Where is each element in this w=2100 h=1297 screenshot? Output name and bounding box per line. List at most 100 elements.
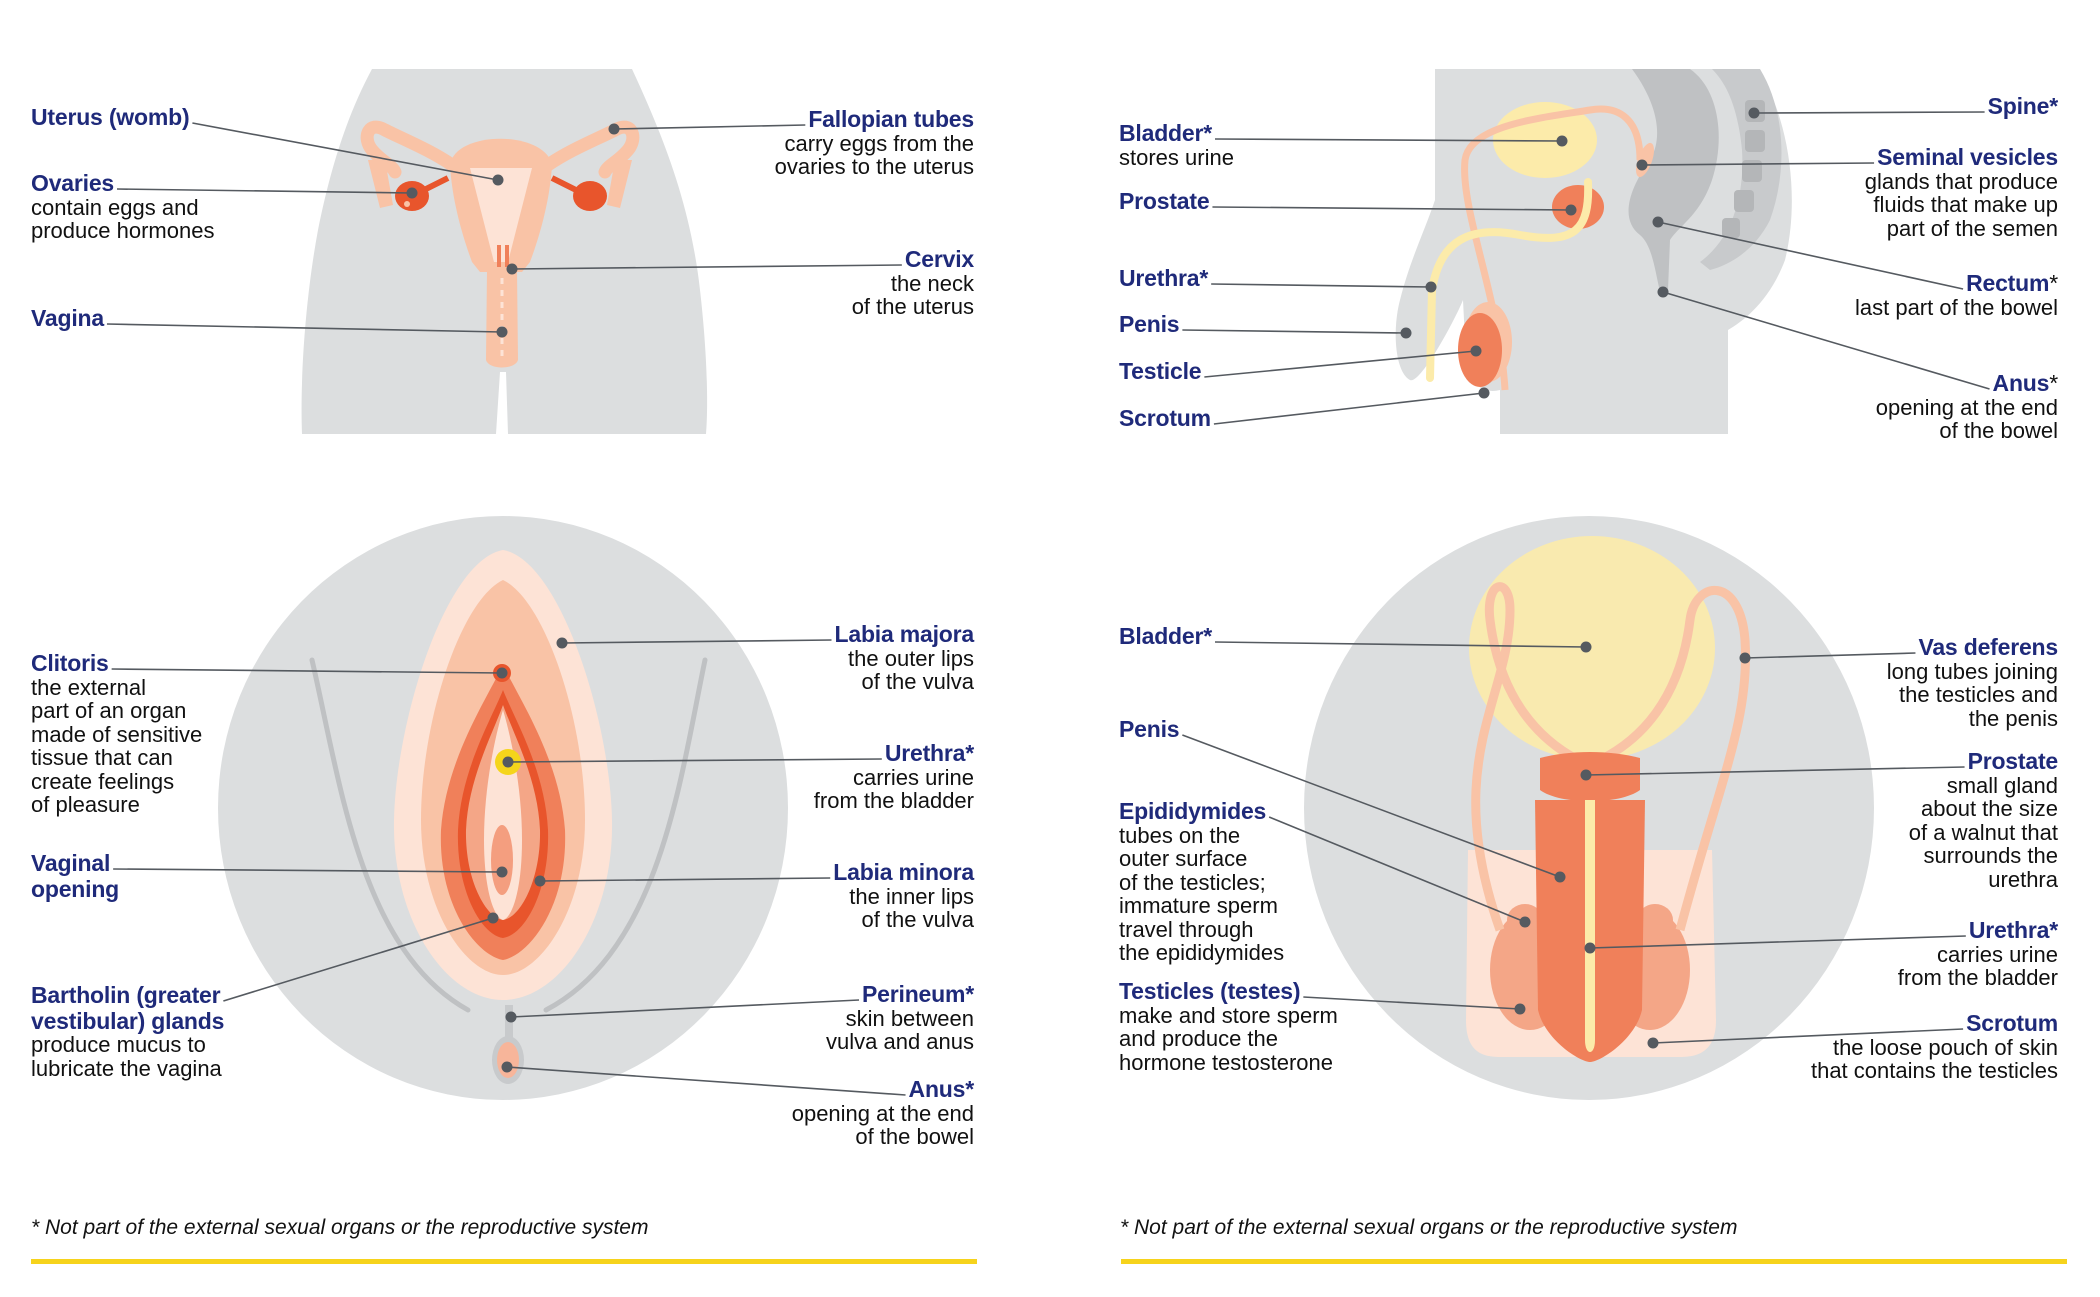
anchor-dot — [1748, 107, 1760, 119]
label-title: Testicles (testes) — [1119, 978, 1301, 1004]
label-desc: the inner lips — [849, 883, 974, 909]
label-desc: tubes on the — [1119, 822, 1241, 848]
anchor-dot — [501, 1061, 513, 1073]
label-title: Epididymides — [1119, 798, 1267, 824]
anchor-dot — [1514, 1003, 1526, 1015]
label-title: opening — [31, 875, 120, 902]
label-title: Bladder* — [1119, 120, 1212, 146]
urethra-path — [1426, 178, 1593, 382]
label-title: Prostate — [1119, 188, 1210, 214]
label-testicle: Testicle — [1119, 359, 1202, 384]
anchor-dot — [502, 756, 514, 768]
label-prostate-front: Prostate small gland about the size of a… — [1908, 749, 2058, 891]
leader-line — [539, 877, 831, 882]
bladder-front-shape — [1469, 536, 1715, 760]
anchor-dot — [1519, 916, 1531, 928]
label-penis: Penis — [1119, 311, 1180, 337]
anchor-dot — [406, 187, 418, 199]
label-title: Rectum* — [1966, 270, 2058, 296]
label-labia-majora: Labia majora the outer lips of the vulva — [834, 621, 975, 694]
label-title: Scrotum — [1966, 1010, 2058, 1036]
leader-line — [561, 639, 832, 644]
label-vagina: Vagina — [31, 305, 104, 331]
leader-line — [511, 264, 902, 270]
label-desc: skin between — [845, 1005, 974, 1031]
leader-line — [1303, 996, 1521, 1010]
anchor-dot — [608, 123, 620, 135]
label-title: Vagina — [31, 305, 104, 331]
anchor-dot — [1470, 345, 1482, 357]
vaginal-opening-shape — [491, 825, 513, 895]
label-title: Bartholin (greater — [31, 982, 221, 1008]
label-labia-minora: Labia minora the inner lips of the vulva — [833, 859, 974, 932]
label-desc: of a walnut that — [1908, 819, 2058, 845]
label-uterus: Uterus (womb) — [31, 105, 190, 130]
leader-line — [1652, 1028, 1964, 1044]
label-urethra-female: Urethra* carries urine from the bladder — [813, 740, 974, 813]
label-clitoris: Clitoris the external part of an organ m… — [31, 650, 203, 817]
label-title: Vas deferens — [1918, 634, 2058, 660]
leader-line — [116, 188, 413, 194]
footnote-right: * Not part of the external sexual organs… — [1120, 1216, 1738, 1239]
label-desc: the outer lips — [848, 645, 974, 671]
leader-line — [1214, 641, 1587, 648]
label-title: Labia minora — [833, 859, 974, 885]
male-external-diagram — [1304, 516, 1874, 1100]
label-desc: of the vulva — [861, 907, 974, 932]
leader-line — [111, 668, 503, 674]
label-scrotum: Scrotum — [1119, 406, 1211, 431]
label-desc: part of the semen — [1886, 215, 2058, 241]
label-desc: immature sperm — [1119, 893, 1278, 918]
label-desc: hormone testosterone — [1119, 1049, 1334, 1075]
label-desc: carry eggs from the — [784, 130, 974, 156]
anchor-dot — [1425, 281, 1437, 293]
label-perineum: Perineum* skin between vulva and anus — [826, 982, 974, 1054]
label-desc: opening at the end — [791, 1100, 974, 1126]
label-desc: the testicles and — [1899, 682, 2058, 707]
anchor-dot — [1556, 135, 1568, 147]
label-desc: the neck — [890, 270, 974, 296]
label-title: Labia majora — [834, 621, 975, 647]
fallopian-tube-left — [360, 120, 459, 179]
label-title: Anus* — [908, 1076, 975, 1102]
label-bladder-front: Bladder* — [1119, 624, 1212, 649]
accent-rule-left — [31, 1259, 977, 1264]
anchor-dot — [1400, 327, 1412, 339]
label-desc: from the bladder — [813, 788, 974, 813]
label-desc: produce mucus to — [31, 1032, 206, 1057]
label-desc: of the bowel — [1939, 418, 2058, 443]
anchor-dot — [1554, 871, 1566, 883]
leader-lines — [106, 111, 1990, 1096]
leader-line — [113, 868, 503, 873]
label-anus: Anus* opening at the end of the bowel — [1876, 371, 2058, 443]
label-desc: tissue that can — [31, 745, 173, 770]
label-testicles: Testicles (testes) make and store sperm … — [1119, 978, 1338, 1075]
label-title: Fallopian tubes — [808, 106, 974, 132]
leader-line — [510, 999, 860, 1018]
label-desc: of the bowel — [855, 1124, 974, 1149]
label-title: Urethra* — [884, 740, 974, 766]
label-desc: that contains the testicles — [1810, 1058, 2058, 1083]
anchor-dot — [1657, 286, 1669, 298]
label-desc: part of an organ — [31, 698, 187, 723]
anchor-dot — [487, 912, 499, 924]
label-title: Penis — [1119, 311, 1180, 337]
footnote-left: * Not part of the external sexual organs… — [31, 1216, 649, 1239]
label-desc: made of sensitive — [31, 721, 203, 747]
label-anus-female: Anus* opening at the end of the bowel — [791, 1076, 975, 1149]
leader-line — [1641, 162, 1875, 166]
anchor-dot — [534, 875, 546, 887]
anchor-dot — [556, 637, 568, 649]
leader-line — [506, 1066, 906, 1096]
leader-line — [106, 323, 503, 333]
label-desc: last part of the bowel — [1854, 294, 2058, 320]
fallopian-tube-right — [541, 120, 640, 179]
leader-line — [1212, 206, 1572, 211]
anchor-dot — [1647, 1037, 1659, 1049]
label-title: Penis — [1119, 716, 1180, 742]
label-desc: carries urine — [1936, 941, 2058, 967]
label-desc: from the bladder — [1897, 965, 2058, 990]
anchor-dot — [492, 174, 504, 186]
label-title: Clitoris — [31, 650, 109, 676]
label-desc: of the testicles; — [1119, 869, 1266, 895]
